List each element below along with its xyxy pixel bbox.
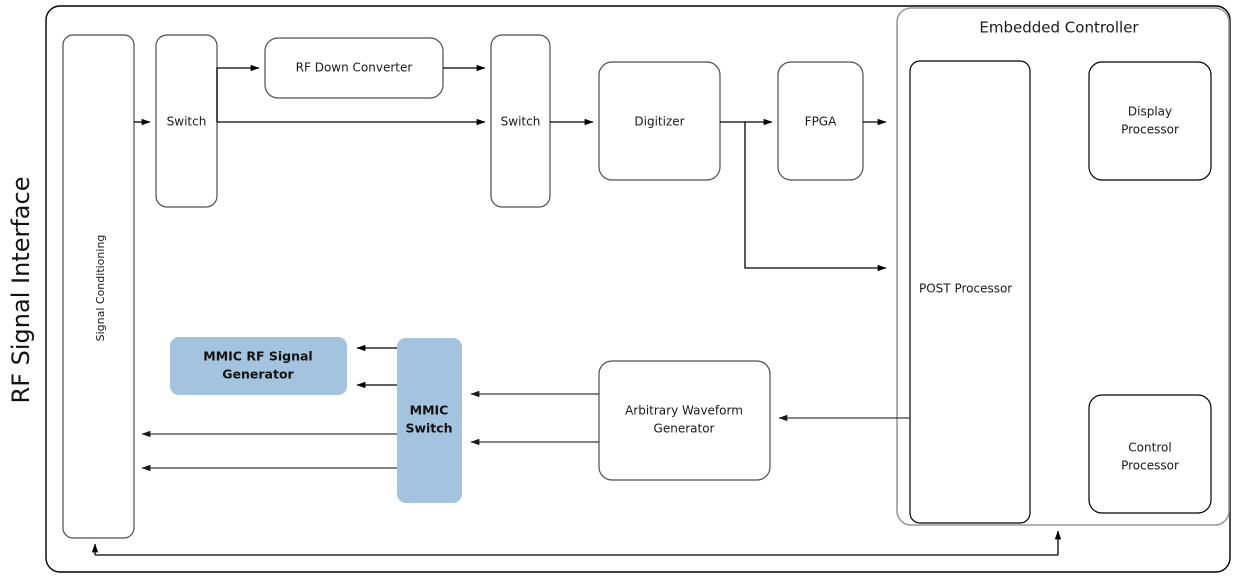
block-display-processor[interactable] [1088, 61, 1212, 181]
wire-digitizer-to-postprocessor [744, 122, 887, 272]
block-switch-2[interactable] [490, 34, 551, 208]
block-mmic-rf-signal-generator-label-line1: MMIC RF Signal [203, 349, 312, 364]
outer-title-label: RF Signal Interface [7, 177, 35, 404]
block-control-processor-label-line1: Control [1128, 441, 1171, 455]
block-fpga-label: FPGA [805, 115, 837, 129]
block-switch-1-label: Switch [167, 115, 207, 129]
wire-switch1-to-rfdown [216, 64, 260, 122]
block-mmic-switch-label-line1: MMIC [410, 403, 449, 418]
block-fpga[interactable] [777, 61, 864, 181]
block-mmic-rf-signal-generator[interactable] [170, 337, 347, 395]
block-arbitrary-waveform-generator-label-line2: Generator [654, 422, 715, 436]
block-switch-2-label: Switch [501, 115, 541, 129]
block-control-processor-label-line2: Processor [1121, 459, 1179, 473]
rf-signal-interface-container [45, 5, 1231, 573]
block-signal-conditioning[interactable] [62, 34, 135, 539]
block-post-processor[interactable] [909, 60, 1031, 524]
block-digitizer[interactable] [598, 61, 721, 181]
block-signal-conditioning-label: Signal Conditioning [94, 235, 107, 342]
block-digitizer-label: Digitizer [634, 115, 684, 129]
group-embedded-controller [896, 7, 1230, 526]
block-arbitrary-waveform-generator-label-line1: Arbitrary Waveform [625, 404, 743, 418]
block-post-processor-label: POST Processor [919, 282, 1012, 296]
block-arbitrary-waveform-generator[interactable] [598, 360, 771, 481]
block-rf-down-converter-label: RF Down Converter [296, 61, 413, 75]
block-mmic-switch-label-line2: Switch [405, 421, 452, 436]
block-control-processor[interactable] [1088, 394, 1212, 514]
block-mmic-rf-signal-generator-label-line2: Generator [222, 367, 294, 382]
block-display-processor-label-line2: Processor [1121, 123, 1179, 137]
group-embedded-controller-label: Embedded Controller [979, 19, 1139, 37]
block-mmic-switch[interactable] [397, 338, 462, 503]
block-display-processor-label-line1: Display [1128, 105, 1172, 119]
